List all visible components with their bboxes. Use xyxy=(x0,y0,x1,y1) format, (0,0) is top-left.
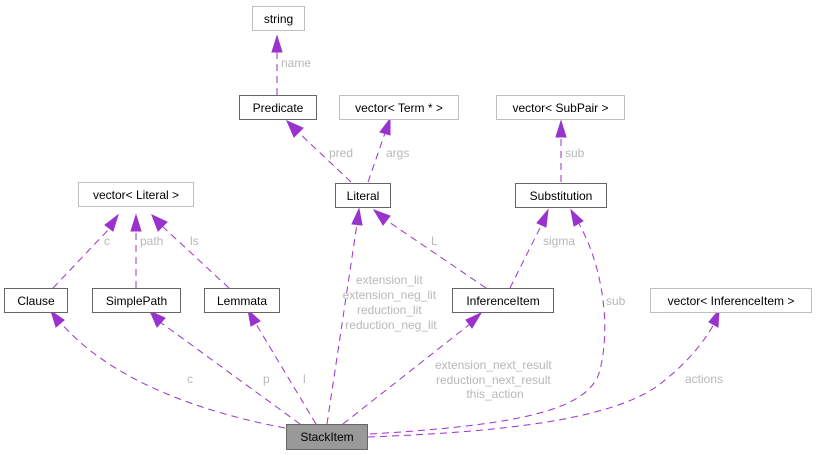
svg-text:Lemmata: Lemmata xyxy=(217,294,267,308)
edge-label-p: p xyxy=(263,372,270,386)
edge-label-sub-stackitem: sub xyxy=(606,294,626,308)
edge-label-args: args xyxy=(386,146,409,160)
edge-label-L: L xyxy=(431,234,438,248)
node-substitution[interactable]: Substitution xyxy=(515,183,607,208)
svg-text:StackItem: StackItem xyxy=(300,430,353,444)
svg-text:SimplePath: SimplePath xyxy=(106,294,167,308)
edge-l: l xyxy=(247,308,317,425)
node-vector-inferenceitem[interactable]: vector< InferenceItem > xyxy=(650,288,812,313)
node-vector-subpair[interactable]: vector< SubPair > xyxy=(496,95,625,120)
node-lemmata[interactable]: Lemmata xyxy=(204,288,280,313)
edge-label-c-vector-literal: c xyxy=(104,234,110,248)
node-literal[interactable]: Literal xyxy=(335,183,391,208)
svg-text:Predicate: Predicate xyxy=(253,101,304,115)
edge-name: name xyxy=(271,34,311,95)
edge-pred: pred xyxy=(286,120,353,183)
edge-label-sigma: sigma xyxy=(543,234,575,248)
svg-text:Clause: Clause xyxy=(17,294,55,308)
edge-label-results: extension_next_result reduction_next_res… xyxy=(435,358,555,401)
edge-ls: ls xyxy=(151,214,230,289)
edge-args: args xyxy=(367,117,409,183)
node-string[interactable]: string xyxy=(252,6,305,31)
svg-text:vector< SubPair >: vector< SubPair > xyxy=(512,101,608,115)
node-inferenceitem[interactable]: InferenceItem xyxy=(452,288,554,313)
edge-actions: actions xyxy=(367,308,723,438)
node-vector-term[interactable]: vector< Term * > xyxy=(339,95,459,120)
svg-text:Literal: Literal xyxy=(347,189,380,203)
edge-label-c-clause: c xyxy=(187,372,193,386)
edge-label-path: path xyxy=(140,234,163,248)
edge-path: path xyxy=(130,213,163,288)
svg-text:string: string xyxy=(264,12,293,26)
edge-label-ls: ls xyxy=(190,234,199,248)
node-predicate[interactable]: Predicate xyxy=(239,95,317,120)
node-clause[interactable]: Clause xyxy=(4,288,68,313)
svg-text:vector< Literal >: vector< Literal > xyxy=(93,188,179,202)
svg-text:vector< Term * >: vector< Term * > xyxy=(355,101,443,115)
svg-text:Substitution: Substitution xyxy=(530,189,593,203)
svg-text:InferenceItem: InferenceItem xyxy=(466,294,539,308)
edge-lits: extension_lit extension_neg_lit reductio… xyxy=(326,207,440,425)
edge-label-sub-subpair: sub xyxy=(565,146,585,160)
edge-sub-subpair: sub xyxy=(555,119,585,182)
edge-label-pred: pred xyxy=(329,146,353,160)
node-vector-literal[interactable]: vector< Literal > xyxy=(78,182,194,207)
svg-text:vector< InferenceItem >: vector< InferenceItem > xyxy=(668,294,795,308)
edge-c-clause: c xyxy=(50,309,286,429)
edge-label-l: l xyxy=(303,372,306,386)
edge-L: L xyxy=(372,209,487,289)
node-stackitem[interactable]: StackItem xyxy=(286,424,368,450)
edge-label-name: name xyxy=(281,56,311,70)
edge-label-actions: actions xyxy=(685,372,723,386)
edge-p: p xyxy=(149,309,301,425)
edge-c-vector-literal: c xyxy=(52,213,119,289)
edge-label-lits: extension_lit extension_neg_lit reductio… xyxy=(343,273,440,332)
node-simplepath[interactable]: SimplePath xyxy=(92,288,181,313)
edge-sub-stackitem: sub xyxy=(369,208,626,435)
edge-results: extension_next_result reduction_next_res… xyxy=(342,311,555,425)
edge-sigma: sigma xyxy=(509,208,575,289)
